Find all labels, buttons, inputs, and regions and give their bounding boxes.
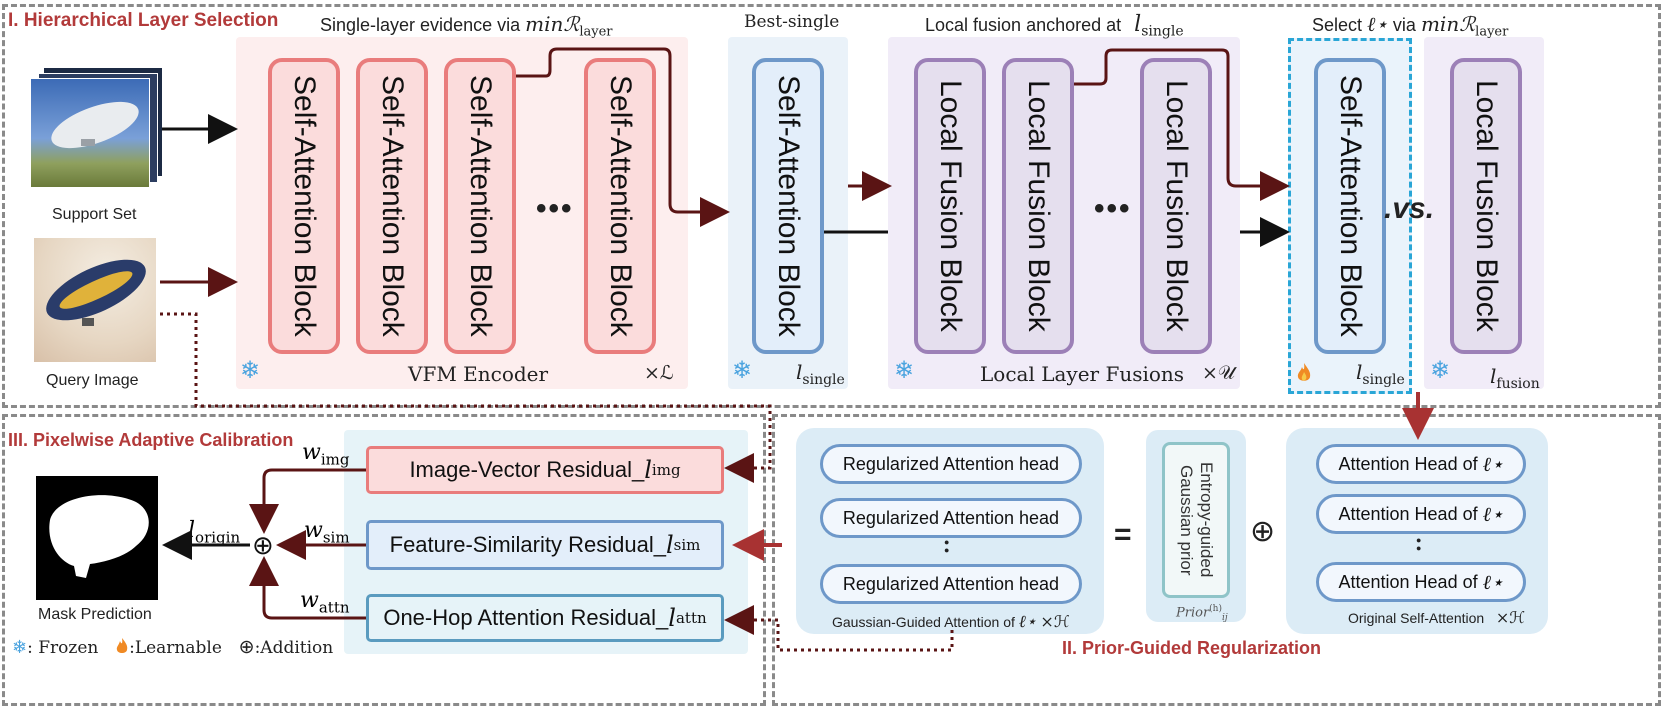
section1-title: I. Hierarchical Layer Selection (8, 10, 279, 31)
encoder-multiplier: ×ℒ (644, 362, 674, 384)
caption-single-layer: Single-layer evidence via minℛlayer (320, 12, 613, 40)
attention-head-1: Attention Head of ℓ⋆ (1316, 444, 1526, 484)
section-hierarchical-layer-selection (2, 4, 1661, 408)
attention-vdots: ●● (1416, 535, 1422, 553)
support-set-label: Support Set (52, 206, 137, 223)
addition-node-icon: ⊕ (252, 530, 274, 560)
weight-sim: wsim (304, 518, 350, 547)
selected-layer-label: lsingle (1356, 360, 1405, 388)
selected-attention-block: Self-Attention Block (1314, 58, 1386, 354)
fusion-label: Local Layer Fusions (980, 362, 1185, 386)
encoder-block-3: Self-Attention Block (444, 58, 516, 354)
fusion-block-3: Local Fusion Block (1140, 58, 1212, 354)
weight-attn: wattn (300, 588, 350, 617)
caption-select: Select ℓ⋆ via minℛlayer (1312, 12, 1509, 40)
versus-label: .vs. (1384, 192, 1435, 225)
alt-fusion-layer-label: lfusion (1490, 364, 1540, 392)
addition-icon: ⊕ (238, 637, 255, 658)
encoder-ellipsis: ••• (536, 192, 574, 225)
prior-box: Entropy-guided Gaussian prior (1162, 442, 1230, 598)
attention-head-2: Attention Head of ℓ⋆ (1316, 494, 1526, 534)
section2-title: II. Prior-Guided Regularization (1062, 638, 1322, 658)
support-set-stack (30, 68, 165, 188)
equals-sign: = (1114, 518, 1132, 551)
caption-local-fusion: Local fusion anchored at lsingle (925, 12, 1184, 40)
mask-prediction-image (36, 476, 158, 600)
alt-fusion-block: Local Fusion Block (1450, 58, 1522, 354)
encoder-block-1: Self-Attention Block (268, 58, 340, 354)
snowflake-icon: ❄ (732, 357, 753, 384)
flame-icon (115, 637, 129, 660)
oplus-sign: ⊕ (1250, 515, 1276, 548)
regularized-vdots: ●● (944, 537, 950, 555)
legend: ❄: Frozen :Learnable ⊕:Addition (12, 637, 334, 660)
query-image (34, 238, 156, 362)
goodyear-blimp-illustration (46, 259, 146, 326)
regularized-head-3: Regularized Attention head (820, 564, 1082, 604)
snowflake-icon: ❄ (12, 637, 28, 657)
snowflake-icon: ❄ (240, 357, 261, 384)
mask-prediction-label: Mask Prediction (38, 606, 152, 623)
encoder-block-2: Self-Attention Block (356, 58, 428, 354)
gaussian-caption: Gaussian-Guided Attention of ℓ⋆ ×ℋ (832, 612, 1070, 632)
best-single-block: Self-Attention Block (752, 58, 824, 354)
flame-icon (1296, 362, 1311, 382)
encoder-label: VFM Encoder (408, 362, 549, 386)
original-caption: Original Self-Attention ×ℋ (1348, 608, 1526, 627)
caption-best-single: Best-single (744, 12, 840, 32)
origin-label: lorigin (188, 518, 241, 547)
airship-illustration (51, 101, 139, 149)
regularized-head-1: Regularized Attention head (820, 444, 1082, 484)
snowflake-icon: ❄ (894, 357, 915, 384)
fusion-ellipsis: ••• (1094, 192, 1132, 225)
regularized-head-2: Regularized Attention head (820, 498, 1082, 538)
fusion-multiplier: ×𝒰 (1202, 362, 1236, 384)
best-single-layer-label: lsingle (796, 360, 845, 388)
section-prior-guided-regularization (772, 414, 1661, 706)
prior-caption: Prior(h)ij (1176, 604, 1228, 623)
weight-img: wimg (302, 440, 350, 469)
mask-silhouette (49, 495, 149, 578)
fusion-block-2: Local Fusion Block (1002, 58, 1074, 354)
fusion-block-1: Local Fusion Block (914, 58, 986, 354)
snowflake-icon: ❄ (1430, 357, 1451, 384)
section3-title: III. Pixelwise Adaptive Calibration (8, 430, 294, 450)
support-image (30, 78, 150, 188)
query-image-label: Query Image (46, 372, 139, 389)
attention-head-3: Attention Head of ℓ⋆ (1316, 562, 1526, 602)
encoder-block-4: Self-Attention Block (584, 58, 656, 354)
